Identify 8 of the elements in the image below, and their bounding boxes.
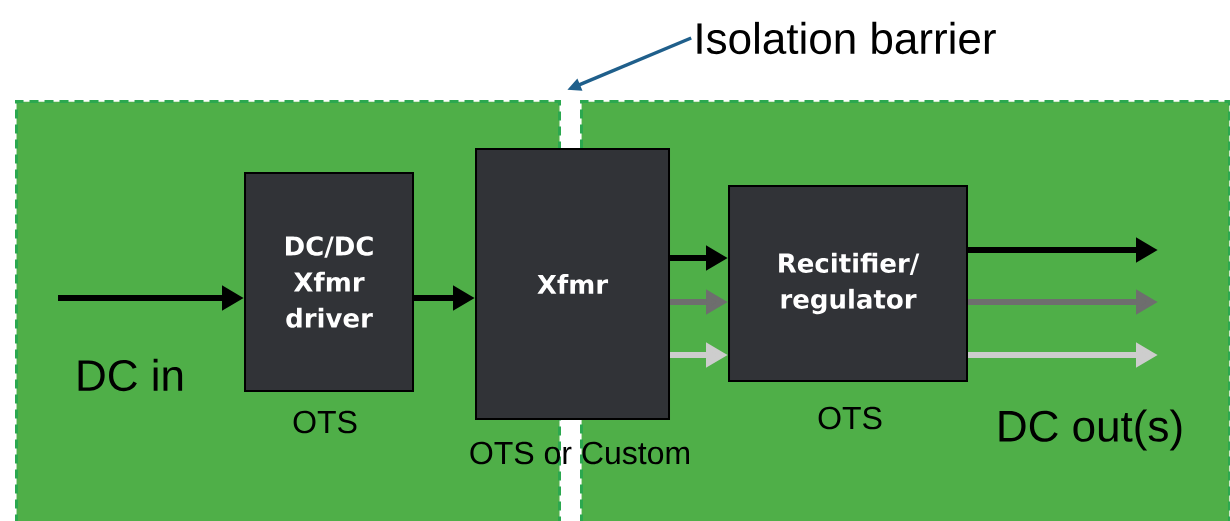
barrier-label: Isolation barrier: [697, 21, 996, 55]
block-box: Recitifier/ regulator: [728, 185, 968, 382]
part-label: OTS: [818, 406, 882, 430]
part-label: OTS: [293, 410, 357, 434]
signal-label: DC in: [78, 358, 183, 392]
block-box: DC/DC Xfmr driver: [244, 172, 414, 392]
signal-label: DC out(s): [999, 409, 1182, 451]
block-box: Xfmr: [475, 148, 670, 420]
